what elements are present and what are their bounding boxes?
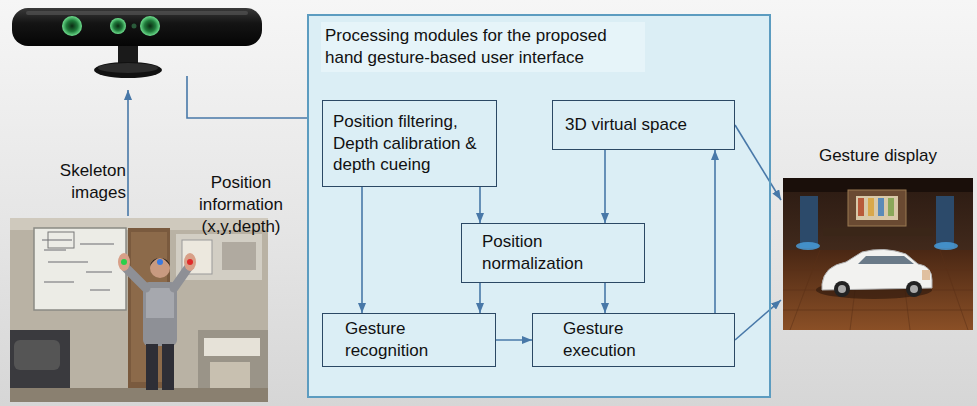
kinect-sensor xyxy=(12,8,262,78)
box-label: Position normalization xyxy=(482,231,614,275)
panel-heading: Processing modules for the proposed hand… xyxy=(321,22,645,72)
virtual-showroom xyxy=(783,178,973,330)
process-box: 3D virtual space xyxy=(552,100,735,150)
flow-arrow xyxy=(496,339,532,341)
position-arrow xyxy=(187,76,321,118)
flow-arrow xyxy=(714,150,716,313)
flow-arrow xyxy=(479,283,481,313)
box-label: Gesture execution xyxy=(563,318,684,362)
display-figure: Gesture display xyxy=(781,143,975,332)
process-box: Position normalization xyxy=(461,223,645,283)
flow-arrow xyxy=(735,300,781,340)
flow-arrow xyxy=(735,125,781,200)
process-box: Position filtering, Depth calibration & … xyxy=(322,100,497,187)
panel-fill xyxy=(307,14,771,398)
user-photo xyxy=(10,218,268,402)
upload-arrow xyxy=(127,90,129,216)
flow-arrow xyxy=(479,187,481,223)
flow-label: Skeleton images xyxy=(40,160,126,204)
box-label: 3D virtual space xyxy=(565,114,722,136)
figure-caption: Gesture display xyxy=(781,143,975,167)
module-panel: Processing modules for the proposed hand… xyxy=(307,14,771,398)
flow-label: Position information (x,y,depth) xyxy=(194,172,288,237)
flow-arrow xyxy=(604,150,606,223)
box-label: Position filtering, Depth calibration & … xyxy=(333,111,486,176)
flow-arrow xyxy=(604,283,606,313)
flow-arrow xyxy=(361,187,363,313)
process-box: Gesture execution xyxy=(532,313,735,367)
process-box: Gesture recognition xyxy=(322,313,496,367)
box-label: Gesture recognition xyxy=(345,318,465,362)
